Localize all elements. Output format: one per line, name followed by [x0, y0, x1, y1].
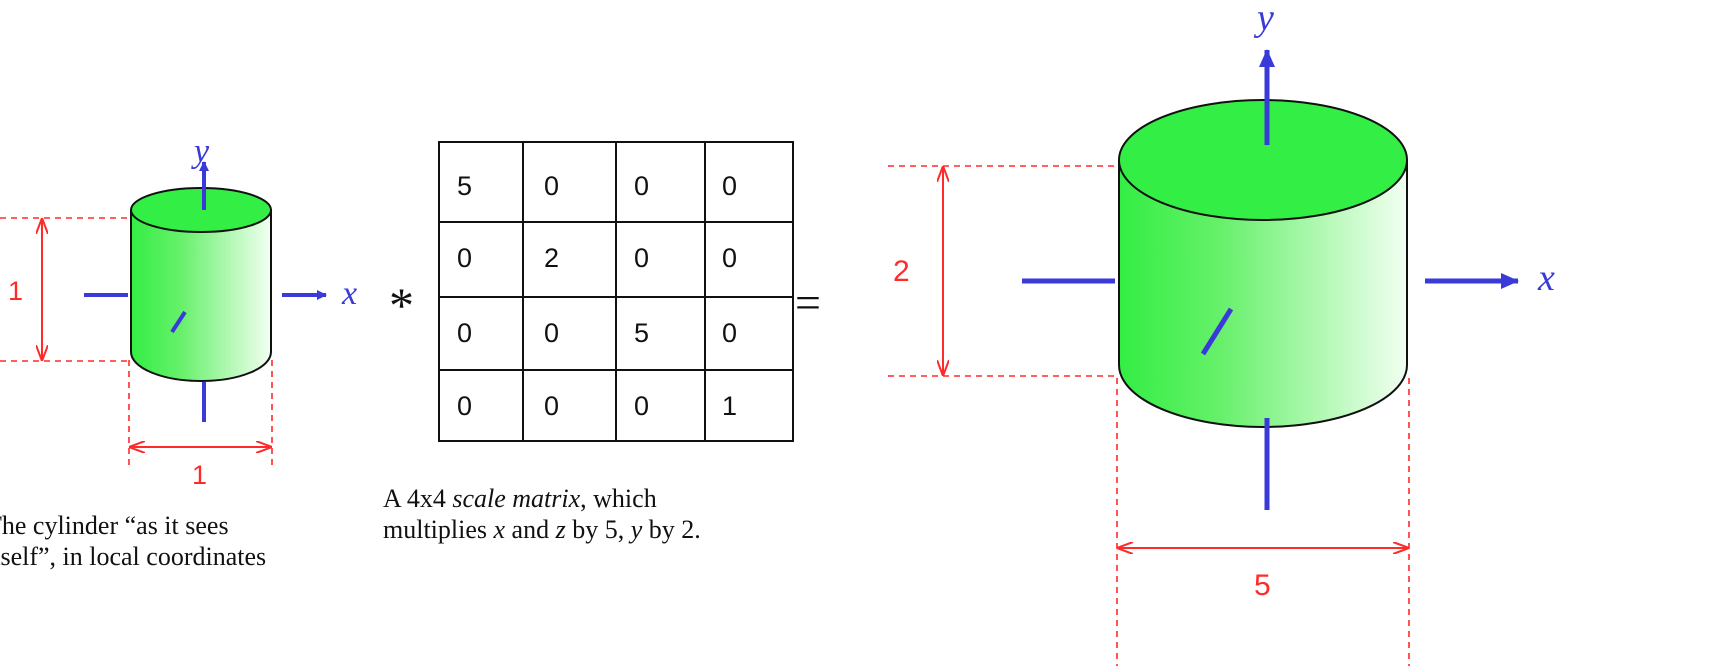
- matrix-cell: 0: [722, 243, 737, 273]
- caption-var: x: [493, 515, 506, 544]
- matrix-cell: 5: [457, 171, 472, 201]
- caption-text: multiplies: [383, 515, 494, 544]
- caption-var: y: [630, 515, 643, 544]
- matrix-cell: 0: [634, 243, 649, 273]
- multiply-operator: *: [389, 277, 414, 333]
- caption-emphasis: scale matrix: [452, 484, 581, 513]
- matrix-cell: 0: [544, 318, 559, 348]
- matrix-cell: 2: [544, 243, 559, 273]
- matrix-cell: 0: [722, 171, 737, 201]
- matrix-cell: 0: [544, 391, 559, 421]
- caption-line: The cylinder “as it sees: [0, 511, 229, 540]
- matrix-cell: 0: [634, 171, 649, 201]
- equals-operator: =: [795, 277, 821, 328]
- large-z-axis: [1200, 307, 1234, 356]
- large-height-label: 2: [893, 255, 910, 288]
- large-y-axis-label: y: [1253, 0, 1274, 39]
- matrix-cell: 0: [457, 243, 472, 273]
- small-width-label: 1: [192, 460, 207, 490]
- caption-line: itself”, in local coordinates: [0, 542, 267, 571]
- caption-text: by 2.: [642, 515, 701, 544]
- matrix-cell: 0: [457, 391, 472, 421]
- matrix-cell: 0: [544, 171, 559, 201]
- scale-matrix-table: 5 0 0 0 0 2 0 0 0 0 5 0 0 0 0 1: [438, 141, 794, 442]
- large-cylinder-top: [1118, 99, 1408, 221]
- caption-text: by 5,: [565, 515, 631, 544]
- matrix-cell: 0: [722, 318, 737, 348]
- caption-text: A 4x4: [383, 484, 453, 513]
- large-width-label: 5: [1254, 569, 1271, 602]
- local-coordinates-caption: The cylinder “as it sees itself”, in loc…: [0, 510, 266, 572]
- small-x-axis-label: x: [341, 275, 357, 312]
- large-x-axis-label: x: [1537, 257, 1555, 299]
- caption-text: , which: [580, 484, 657, 513]
- scale-matrix-caption: A 4x4 scale matrix, which multiplies x a…: [383, 483, 701, 545]
- caption-var: z: [555, 515, 566, 544]
- scaled-cylinder-figure: y x 2 5: [888, 0, 1555, 666]
- local-cylinder-figure: y x 1 1: [0, 133, 357, 490]
- small-y-axis-label: y: [191, 133, 210, 170]
- small-cylinder-top: [130, 187, 272, 233]
- matrix-cell: 0: [457, 318, 472, 348]
- small-cylinder-side: [130, 209, 272, 382]
- caption-text: and: [505, 515, 556, 544]
- small-z-axis: [170, 310, 187, 334]
- matrix-cell: 1: [722, 391, 737, 421]
- small-height-label: 1: [8, 276, 23, 306]
- matrix-cell: 5: [634, 318, 649, 348]
- matrix-cell: 0: [634, 391, 649, 421]
